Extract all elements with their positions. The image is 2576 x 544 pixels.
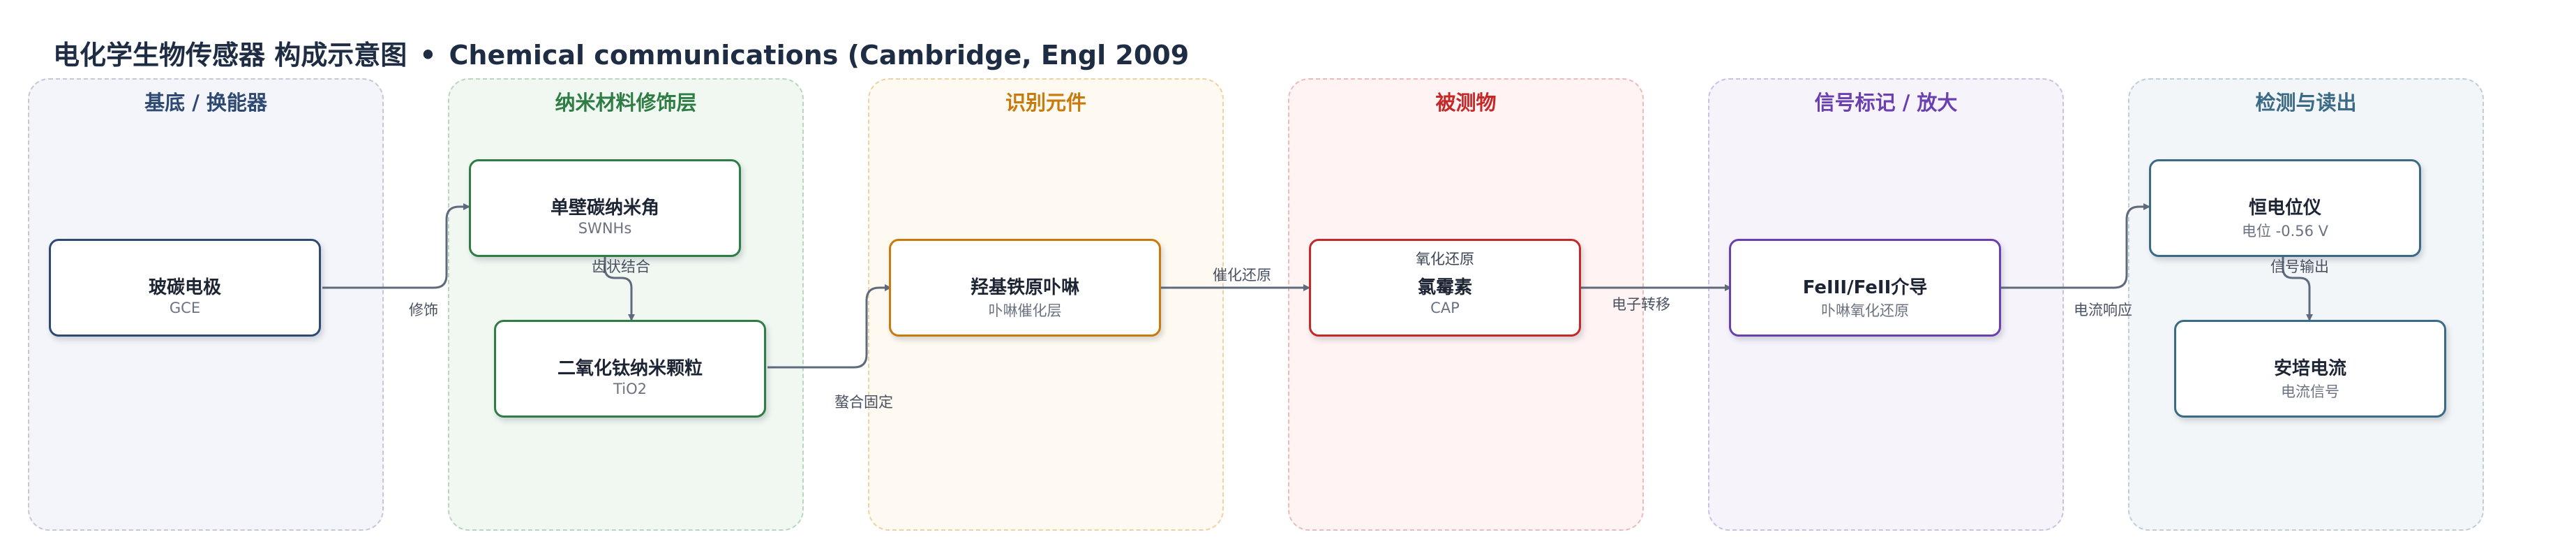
title-source: Chemical communications (Cambridge, Engl…: [449, 40, 1190, 71]
node-hemin[interactable]: 羟基铁原卟啉 卟啉催化层: [889, 239, 1161, 337]
lane-title-readout: 检测与读出: [2255, 91, 2357, 115]
node-potentiostat-label: 恒电位仪: [2248, 198, 2321, 219]
node-current[interactable]: 安培电流 电流信号: [2174, 320, 2446, 418]
node-hemin-label: 羟基铁原卟啉: [970, 277, 1079, 298]
edge-label-response: 电流响应: [2074, 302, 2132, 318]
edge-tio2-to-hemin: [767, 284, 892, 369]
lane-title-nano: 纳米材料修饰层: [555, 91, 697, 115]
node-hemin-sub: 卟啉催化层: [988, 302, 1062, 319]
edge-label-chelate: 螯合固定: [834, 394, 893, 411]
node-potentiostat[interactable]: 恒电位仪 电位 -0.56 V: [2149, 159, 2421, 257]
edge-potentiostat-to-current: [2282, 256, 2313, 321]
node-cap[interactable]: 氧化还原 氯霉素 CAP: [1309, 239, 1581, 337]
node-swnh-label: 单壁碳纳米角: [550, 198, 659, 219]
node-gce-label: 玻碳电极: [148, 277, 221, 298]
lane-title-recognition: 识别元件: [1005, 91, 1086, 115]
edge-label-modify: 修饰: [409, 302, 438, 318]
edge-label-catalyze: 催化还原: [1213, 267, 1271, 284]
edge-fe-to-potentiostat: [2001, 203, 2150, 289]
lane-title-substrate: 基底 / 换能器: [144, 91, 267, 115]
edge-label-transfer: 电子转移: [1612, 296, 1670, 313]
lane-title-analyte: 被测物: [1435, 91, 1497, 115]
node-cap-sub: CAP: [1430, 300, 1460, 316]
node-current-sub: 电流信号: [2281, 383, 2339, 400]
node-swnh-sub: SWNHs: [578, 220, 632, 237]
edge-swnh-to-tio2: [604, 256, 635, 321]
node-fe-sub: 卟啉氧化还原: [1821, 302, 1909, 319]
node-potentiostat-sub: 电位 -0.56 V: [2241, 223, 2329, 240]
lane-title-signal: 信号标记 / 放大: [1814, 91, 1958, 115]
title-main: 电化学生物传感器 构成示意图: [53, 40, 407, 71]
node-tio2-label: 二氧化钛纳米颗粒: [557, 358, 703, 379]
edge-gce-to-swnh: [322, 203, 470, 289]
node-current-label: 安培电流: [2273, 358, 2346, 379]
node-gce[interactable]: 玻碳电极 GCE: [49, 239, 321, 337]
node-tio2[interactable]: 二氧化钛纳米颗粒 TiO2: [494, 320, 766, 418]
title-separator: •: [419, 40, 437, 71]
page-title: 电化学生物传感器 构成示意图 • Chemical communications (…: [53, 34, 1189, 72]
node-swnh[interactable]: 单壁碳纳米角 SWNHs: [469, 159, 741, 257]
lane-readout: [2128, 78, 2484, 531]
node-fe-label: FeIII/FeII介导: [1802, 277, 1928, 298]
lane-nano: [448, 78, 804, 531]
node-cap-label: 氯霉素: [1417, 277, 1472, 298]
node-cap-top-label: 氧化还原: [1416, 251, 1474, 267]
node-gce-sub: GCE: [169, 300, 201, 316]
node-tio2-sub: TiO2: [613, 381, 647, 397]
edge-label-output: 信号输出: [2270, 258, 2329, 275]
node-fe-mediator[interactable]: FeIII/FeII介导 卟啉氧化还原: [1729, 239, 2001, 337]
edge-label-carry: 齿状结合: [592, 258, 650, 275]
